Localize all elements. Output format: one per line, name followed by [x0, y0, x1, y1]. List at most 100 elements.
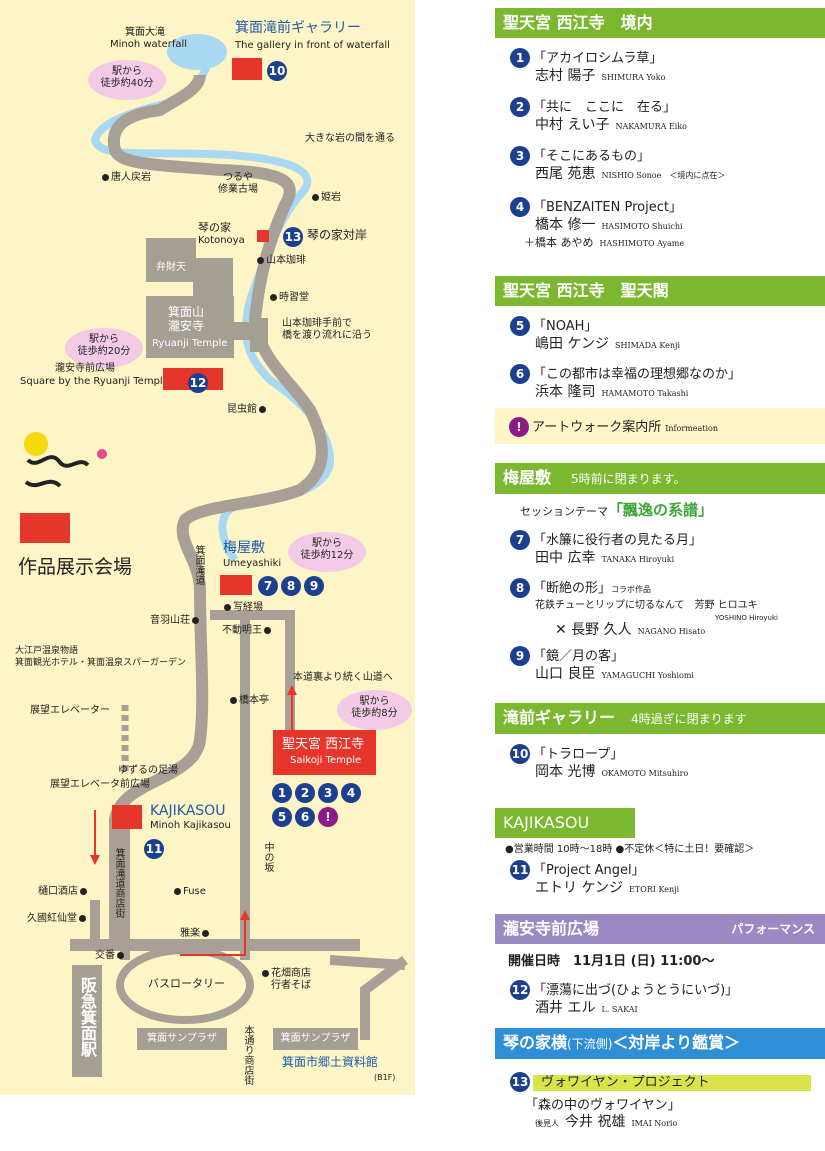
section2-header: 聖天宮 西江寺 聖天閣 [495, 276, 825, 306]
yamamoto-note: 山本珈琲手前で橋を渡り流れに沿う [282, 318, 372, 341]
legend-venue-swatch [20, 513, 70, 543]
yamamoto-label: 山本珈琲 [255, 255, 306, 267]
gallery-label-en: The gallery in front of waterfall [235, 40, 390, 51]
legend-label: 作品展示会場 [18, 556, 133, 578]
road-taki-label: 箕面滝道 [193, 545, 204, 585]
kotonoya-label-en: Kotonoya [198, 235, 245, 246]
bus-rotary [116, 946, 254, 1024]
benzaiten-label: 弁財天 [156, 262, 186, 273]
koban-label: 交番 [95, 950, 126, 962]
umeyashiki-label-en: Umeyashiki [223, 558, 282, 569]
info-icon: ! [509, 417, 529, 437]
marker-10: 10 [267, 60, 290, 81]
tsuruya-label: つるや修業古場 [218, 172, 258, 195]
kajikasou-label: KAJIKASOU [150, 803, 226, 819]
waterfall-label-jp: 箕面大滝 [125, 27, 165, 38]
marker-13: 13 [283, 226, 306, 247]
ryuanji-label-en: Ryuanji Temple [152, 338, 228, 349]
performance-date: 開催日時 11月1日 (日) 11:00〜 [508, 954, 715, 969]
main-road [107, 73, 328, 945]
venue-kotonoya [257, 230, 269, 242]
area-map: 箕面大滝 Minoh waterfall 箕面滝前ギャラリー The galle… [0, 0, 415, 1095]
benzaiten-building [146, 238, 196, 282]
entry-8: 8「断絶の形」コラボ作品 花鉄チューとリップに切るなんて 芳野 ヒロユキ YOS… [510, 578, 778, 640]
arrow-bus [180, 915, 246, 956]
nakanosaka-label: 中の坂 [262, 842, 273, 872]
jishudo-label: 時習堂 [268, 292, 309, 304]
karato-label: 唐人戻岩 [100, 172, 151, 184]
oiwa-label: 大きな岩の間を通る [305, 133, 395, 144]
shakyo-label: 写経場 [222, 602, 263, 614]
walk20-bubble: 駅から徒歩約20分 [65, 328, 143, 368]
fudo-label: 不動明王 [222, 625, 273, 637]
elevator-label: 展望エレベーター [30, 705, 110, 716]
sunplaza1: 箕面サンプラザ [137, 1028, 227, 1050]
waterfall-label-en: Minoh waterfall [110, 39, 188, 50]
kajikasou-hours: ●営業時間 10時〜18時 ●不定休＜特に土日！要確認＞ [505, 844, 755, 855]
bus-rotary-label: バスロータリー [148, 977, 225, 990]
arrow-down-head [90, 855, 100, 865]
shotengai-label: 箕面滝道商店街 [113, 848, 124, 918]
otowa-label: 音羽山荘 [150, 615, 201, 627]
road-ne2 [360, 956, 408, 1040]
section5-header: KAJIKASOU [495, 808, 635, 838]
saikoji-label-jp: 聖天宮 西江寺 [282, 737, 365, 752]
hondori-label: 本通り商店街 [242, 1025, 253, 1085]
artwalk-logo [18, 430, 108, 500]
hotel-label: 大江戸温泉物語箕面観光ホテル・箕面温泉スパーガーデン [15, 646, 187, 668]
himeiwa-label: 姫岩 [310, 192, 341, 204]
elevator-plaza-label: 展望エレベータ前広場 [50, 779, 150, 790]
konchukan-label: 昆虫館 [227, 404, 268, 416]
kotonoya-opp-label: 琴の家対岸 [307, 228, 368, 242]
sunplaza2: 箕面サンプラザ [273, 1028, 358, 1050]
marker-11: 11 [144, 838, 167, 859]
museum-label: 箕面市郷土資料館 [282, 1055, 379, 1069]
arrow-up-head [287, 685, 297, 695]
venue-kajikasou [112, 805, 142, 829]
square-label-en: Square by the Ryuanji Temple [20, 376, 169, 387]
upper-road [210, 610, 295, 740]
section7-header: 琴の家横(下流側)＜対岸より鑑賞＞ [495, 1028, 825, 1059]
kotonoya-label-jp: 琴の家 [198, 221, 231, 234]
kajikasou-label-en: Minoh Kajikasou [150, 820, 231, 831]
walk8-bubble: 駅から徒歩約8分 [337, 690, 412, 730]
hashimoto-label: 橋本亭 [228, 695, 269, 707]
venue-gallery [232, 58, 262, 80]
hanabata-label: 花畑商店行者そば [260, 968, 311, 992]
saikoji-label-en: Saikoji Temple [290, 755, 362, 766]
ryuanji-building [146, 296, 234, 358]
gallery-label-jp: 箕面滝前ギャラリー [235, 20, 361, 36]
venue-saikoji [273, 730, 376, 775]
session-theme: セッションテーマ「飄逸の系譜」 [520, 501, 714, 519]
hankyu-station: 阪急箕面駅 [72, 965, 102, 1077]
kunisada-label: 久國紅仙堂 [27, 913, 88, 925]
section6-header: 瀧安寺前広場パフォーマンス [495, 914, 825, 944]
ryuanji-label-jp: 箕面山瀧安寺 [168, 305, 205, 333]
map-drawing [70, 34, 408, 1040]
square-label-jp: 瀧安寺前広場 [55, 363, 115, 374]
walk40-bubble: 駅から徒歩約40分 [88, 60, 166, 100]
fuse-label: Fuse [172, 886, 206, 898]
higuchi-label: 樋口酒店 [38, 886, 89, 898]
garaku-label: 雅楽 [180, 928, 211, 940]
b1f-label: (B1F) [374, 1073, 396, 1082]
walk12-bubble: 駅から徒歩約12分 [288, 532, 366, 572]
umeyashiki-label-jp: 梅屋敷 [223, 540, 265, 556]
waterfall-pool [167, 34, 227, 70]
